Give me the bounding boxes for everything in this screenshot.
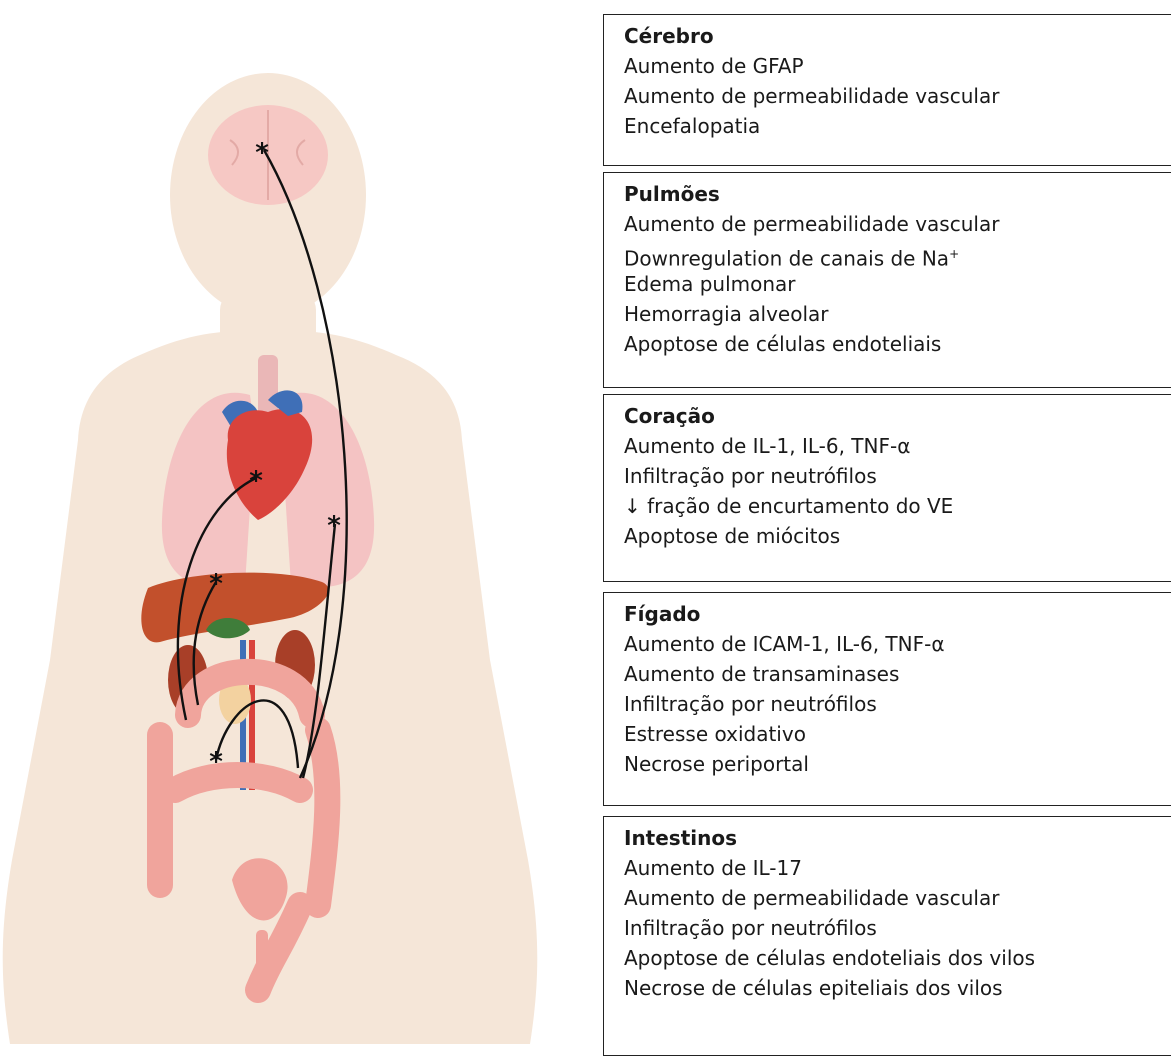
panel-line: Aumento de permeabilidade vascular — [624, 81, 1171, 111]
panel-line: Aumento de transaminases — [624, 659, 1171, 689]
panel-line: Estresse oxidativo — [624, 719, 1171, 749]
panel-line: Edema pulmonar — [624, 269, 1171, 299]
marker-heart: * — [249, 466, 263, 496]
panel-title: Intestinos — [624, 823, 1171, 853]
panel-brain: Cérebro Aumento de GFAP Aumento de perme… — [603, 14, 1171, 166]
panel-line: Aumento de permeabilidade vascular — [624, 209, 1171, 239]
panel-title: Cérebro — [624, 21, 1171, 51]
panel-line: Aumento de IL-17 — [624, 853, 1171, 883]
panel-heart: Coração Aumento de IL-1, IL-6, TNF-α Inf… — [603, 394, 1171, 582]
panel-line: Necrose de células epiteliais dos vilos — [624, 973, 1171, 1003]
panel-line: Apoptose de células endoteliais — [624, 329, 1171, 359]
panel-line: Hemorragia alveolar — [624, 299, 1171, 329]
marker-lung: * — [327, 511, 341, 541]
panel-line: Aumento de GFAP — [624, 51, 1171, 81]
panel-line: Apoptose de miócitos — [624, 521, 1171, 551]
panel-lungs: Pulmões Aumento de permeabilidade vascul… — [603, 172, 1171, 388]
panel-title: Fígado — [624, 599, 1171, 629]
panel-intestines: Intestinos Aumento de IL-17 Aumento de p… — [603, 816, 1171, 1056]
panel-title: Coração — [624, 401, 1171, 431]
panel-line-text: Downregulation de canais de Na — [624, 247, 949, 271]
body-diagram: * * * * * — [0, 0, 600, 1044]
superscript: + — [949, 247, 959, 261]
panel-line: Infiltração por neutrófilos — [624, 461, 1171, 491]
marker-brain: * — [255, 138, 269, 168]
panel-title: Pulmões — [624, 179, 1171, 209]
panel-line: ↓ fração de encurtamento do VE — [624, 491, 1171, 521]
panel-liver: Fígado Aumento de ICAM-1, IL-6, TNF-α Au… — [603, 592, 1171, 806]
panel-line: Aumento de permeabilidade vascular — [624, 883, 1171, 913]
panel-line: Downregulation de canais de Na+ — [624, 239, 1171, 269]
marker-liver: * — [209, 569, 223, 599]
marker-intestine: * — [209, 747, 223, 777]
panel-line: Necrose periportal — [624, 749, 1171, 779]
panel-line: Apoptose de células endoteliais dos vilo… — [624, 943, 1171, 973]
panel-line: Aumento de IL-1, IL-6, TNF-α — [624, 431, 1171, 461]
panel-line: Encefalopatia — [624, 111, 1171, 141]
panel-line: Aumento de ICAM-1, IL-6, TNF-α — [624, 629, 1171, 659]
panel-line: Infiltração por neutrófilos — [624, 689, 1171, 719]
panel-line: Infiltração por neutrófilos — [624, 913, 1171, 943]
